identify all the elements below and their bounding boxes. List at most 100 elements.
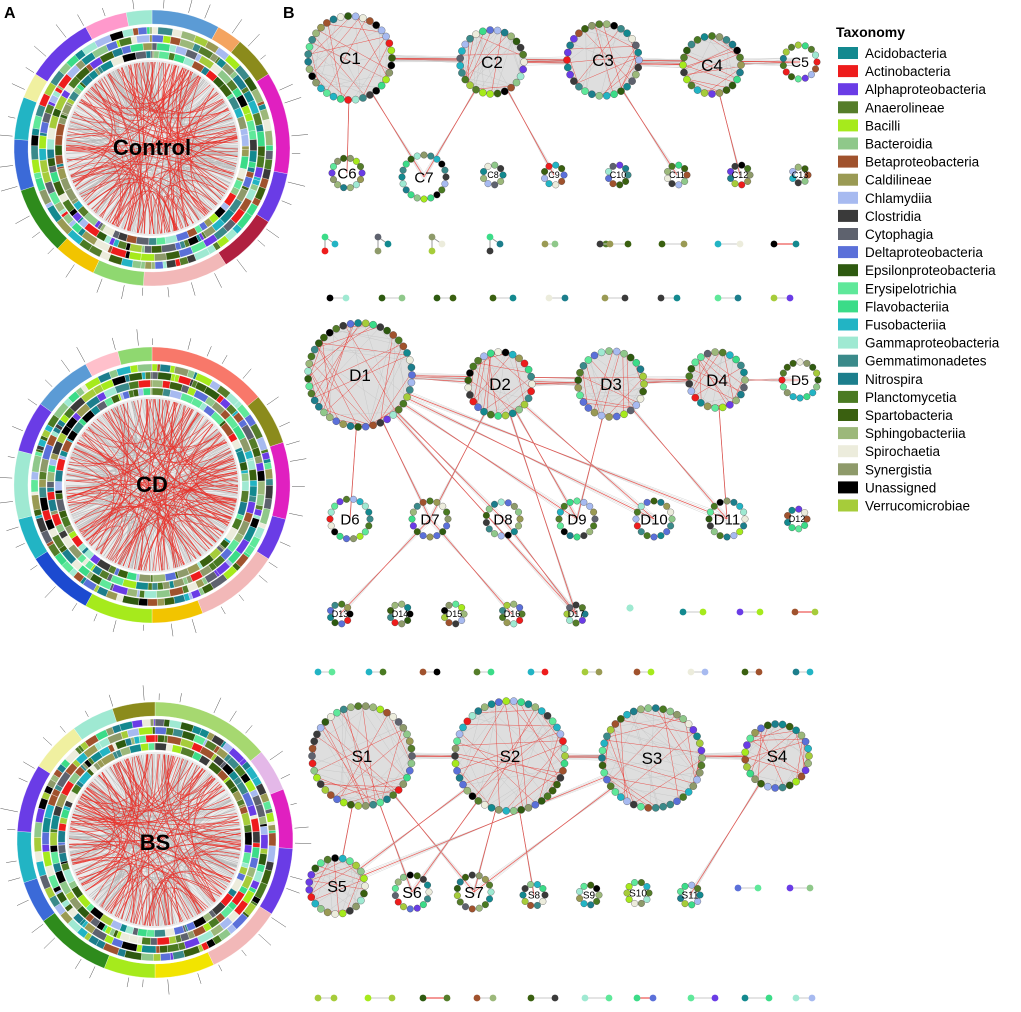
inner-ring-segment [128, 251, 142, 261]
chord-link-positive [108, 61, 154, 99]
chord-tick [6, 860, 17, 863]
chord-link-positive [174, 520, 225, 557]
cluster-node [736, 53, 744, 62]
cluster-s2: S2 [451, 697, 569, 815]
inner-ring-segment [246, 501, 256, 515]
cluster-node [516, 43, 525, 52]
inner-ring-segment [147, 582, 153, 591]
inner-ring-segment [138, 598, 148, 607]
inner-ring-segment [249, 485, 258, 497]
cluster-s3: S3 [598, 704, 706, 812]
cluster-edge [315, 873, 363, 904]
cluster-node [458, 69, 466, 77]
cluster-node [737, 361, 745, 370]
chord-tick [142, 685, 145, 701]
cluster-node [560, 171, 568, 179]
cluster-edge [516, 701, 528, 809]
chord-link-negative [178, 763, 211, 906]
inner-ring-segment [135, 581, 149, 591]
inner-ring-segment [30, 145, 39, 161]
chord-tick [289, 513, 303, 517]
inner-ring-segment [141, 937, 151, 946]
chord-tick [142, 979, 144, 988]
chord-tick [61, 359, 70, 372]
chord-link-positive [148, 398, 232, 519]
legend-swatch [838, 481, 858, 494]
cluster-node [486, 90, 494, 98]
cluster-node [376, 705, 385, 714]
cluster-node [659, 802, 667, 811]
inner-ring-segment [249, 139, 258, 152]
inner-ring-segment [39, 458, 50, 473]
chord-tick [44, 379, 53, 387]
cluster-edge [313, 768, 406, 781]
cluster-edge [585, 358, 633, 406]
cluster-node [560, 502, 568, 510]
cluster-edge [611, 727, 636, 806]
chord-link-positive [81, 98, 237, 165]
cluster-node [805, 752, 813, 760]
cluster-node [598, 754, 606, 762]
cluster-node [385, 69, 394, 77]
inner-ring-segment [129, 364, 139, 374]
inner-ring-segment [142, 42, 153, 51]
cluster-node [510, 807, 518, 815]
pair-node [398, 294, 406, 302]
cluster-node [637, 528, 645, 536]
inner-ring-segment [131, 719, 143, 729]
chord-link-positive [102, 414, 132, 559]
cluster-node [689, 782, 698, 790]
cluster-node [788, 506, 796, 514]
chord-link-negative [74, 404, 184, 460]
chord-link-positive [77, 801, 190, 919]
inner-ring-segment [162, 581, 171, 590]
cluster-edge [567, 55, 639, 63]
node-pair [314, 668, 336, 676]
cluster-node [693, 86, 702, 94]
node-pair [596, 240, 614, 248]
cluster-node [491, 500, 498, 508]
cluster-edge [487, 354, 498, 416]
inner-ring-segment [138, 379, 151, 389]
cluster-node [466, 34, 474, 43]
cluster-node [391, 619, 399, 627]
inner-ring-segment [41, 171, 52, 184]
cluster-node [533, 881, 541, 888]
cluster-node [339, 798, 348, 807]
chord-link-negative [71, 856, 138, 924]
cluster-node [339, 705, 348, 714]
pair-node [606, 240, 614, 248]
node-pair [633, 994, 657, 1002]
cluster-node [609, 180, 617, 188]
inner-ring-segment [169, 36, 182, 46]
cluster-node [795, 525, 803, 533]
chord-link-positive [116, 857, 235, 918]
cluster-node [650, 497, 658, 505]
chord-link-positive [189, 465, 236, 506]
cluster-label: D10 [640, 511, 668, 528]
inner-ring-segment [150, 387, 153, 396]
node-pair [473, 994, 497, 1002]
cluster-edge [456, 741, 561, 779]
chord-tick [204, 4, 211, 19]
pair-node [595, 668, 603, 676]
cluster-node [453, 885, 461, 892]
cluster-edge [329, 332, 408, 397]
cluster-node [679, 715, 687, 723]
inner-ring-segment [244, 831, 253, 846]
chord-tick [191, 619, 197, 634]
cluster-edge [308, 48, 328, 94]
node-pair [419, 994, 451, 1002]
cluster-edge [622, 353, 625, 415]
cluster-node [377, 26, 386, 35]
chord-tick [247, 33, 260, 47]
chord-tick [279, 541, 291, 547]
legend-label: Unassigned [865, 480, 936, 495]
chord-tick [286, 440, 300, 446]
cluster-node [433, 498, 441, 506]
cluster-edge [602, 46, 637, 97]
inner-ring-segment [125, 234, 138, 244]
chord-link-positive [74, 808, 125, 879]
cluster-node [468, 792, 477, 800]
chord-link-positive [164, 870, 230, 925]
